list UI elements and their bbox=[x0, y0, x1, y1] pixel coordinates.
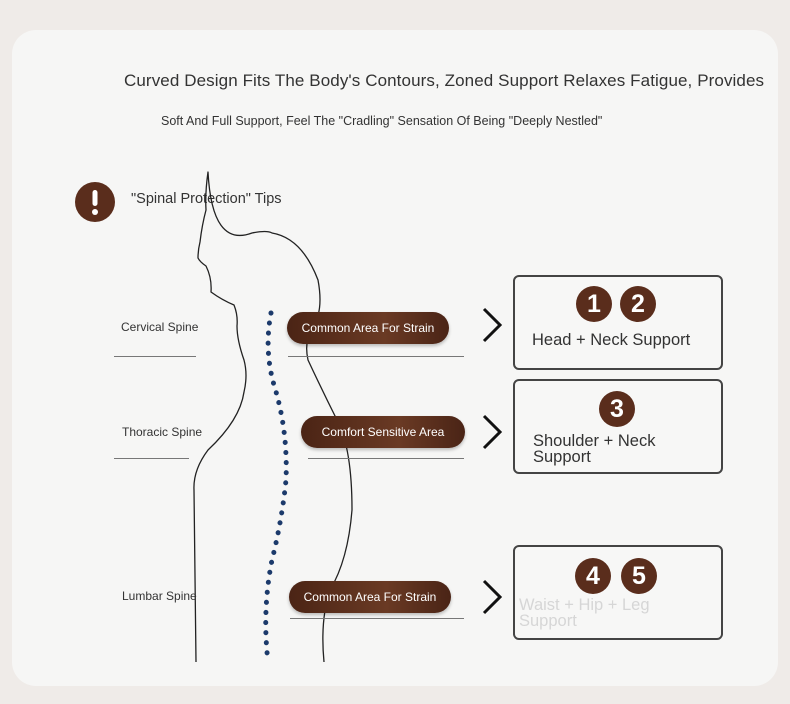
thoracic-spine-label: Thoracic Spine bbox=[122, 425, 203, 439]
thoracic-area-underline bbox=[308, 458, 464, 459]
chevron-right-icon bbox=[482, 414, 503, 450]
number-badge-2: 2 bbox=[620, 286, 656, 322]
number-badge-5: 5 bbox=[621, 558, 657, 594]
number-badge-4: 4 bbox=[575, 558, 611, 594]
lumbar-spine-label: Lumbar Spine bbox=[122, 589, 197, 603]
cervical-spine-label: Cervical Spine bbox=[121, 320, 199, 334]
shoulder-neck-support-box: 3 Shoulder + Neck Support bbox=[513, 379, 723, 474]
chevron-right-icon bbox=[482, 307, 503, 343]
chevron-right-icon bbox=[482, 579, 503, 615]
content-card: Curved Design Fits The Body's Contours, … bbox=[12, 30, 778, 686]
thoracic-underline bbox=[114, 458, 189, 459]
head-neck-support-label: Head + Neck Support bbox=[532, 331, 691, 349]
number-badge-3: 3 bbox=[599, 391, 635, 427]
lumbar-area-underline bbox=[290, 618, 464, 619]
cervical-underline bbox=[114, 356, 196, 357]
number-badge-1: 1 bbox=[576, 286, 612, 322]
subheadline: Soft And Full Support, Feel The "Cradlin… bbox=[161, 114, 603, 128]
cervical-area-underline bbox=[288, 356, 464, 357]
headline: Curved Design Fits The Body's Contours, … bbox=[124, 71, 765, 90]
thoracic-area-pill: Comfort Sensitive Area bbox=[301, 416, 465, 448]
cervical-area-pill: Common Area For Strain bbox=[287, 312, 449, 344]
waist-hip-leg-support-box: 4 5 Waist + Hip + Leg Support bbox=[513, 545, 723, 640]
lumbar-area-pill: Common Area For Strain bbox=[289, 581, 451, 613]
waist-hip-leg-support-label: Waist + Hip + Leg Support bbox=[519, 596, 650, 630]
shoulder-neck-support-label: Shoulder + Neck Support bbox=[533, 432, 656, 466]
head-neck-support-box: 1 2 Head + Neck Support bbox=[513, 275, 723, 370]
exclamation-icon bbox=[75, 182, 115, 222]
